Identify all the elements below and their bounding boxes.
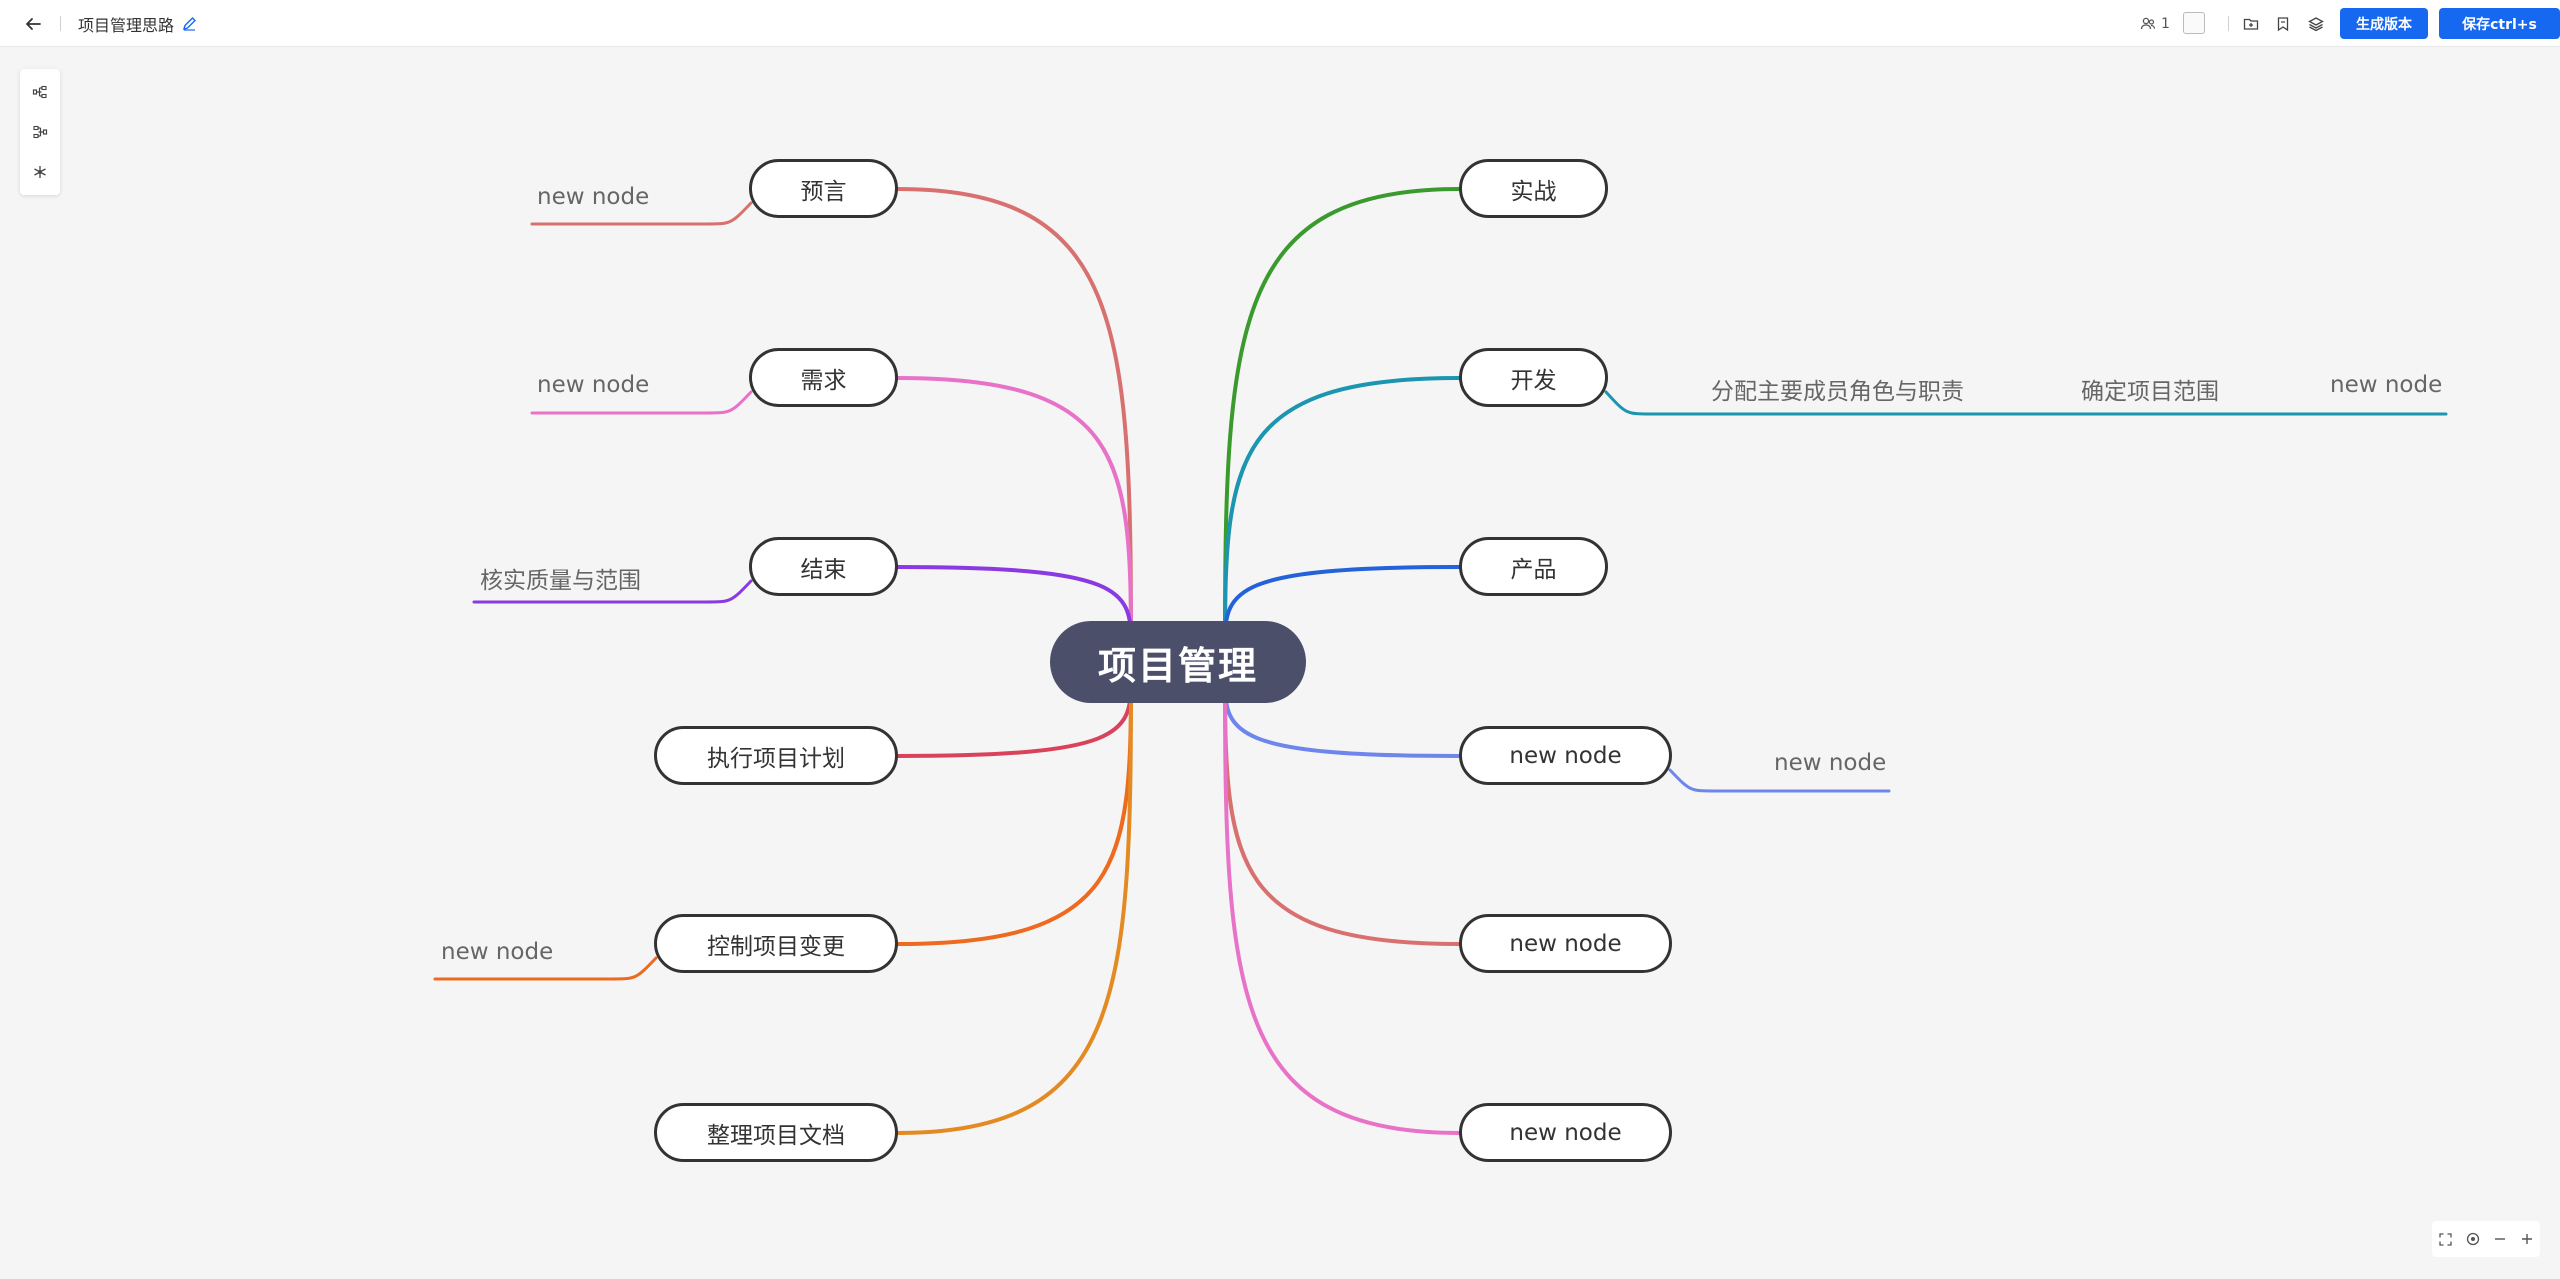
branch-node-right-4[interactable]: new node xyxy=(1459,914,1672,973)
arrow-left-icon xyxy=(26,17,41,30)
leaf-connector-left-1 xyxy=(530,390,753,415)
layout-left-icon xyxy=(33,125,48,139)
leaf-node-right-3-0[interactable]: new node xyxy=(1774,750,1887,776)
branch-node-left-0[interactable]: 预言 xyxy=(749,159,898,218)
locate-button[interactable] xyxy=(2462,1228,2484,1250)
fullscreen-button[interactable] xyxy=(2435,1228,2457,1250)
zoom-in-button[interactable] xyxy=(2516,1228,2538,1250)
branch-node-right-5[interactable]: new node xyxy=(1459,1103,1672,1162)
bookmark-button[interactable] xyxy=(2273,0,2293,47)
branch-node-left-4[interactable]: 控制项目变更 xyxy=(654,914,898,973)
branch-node-right-1[interactable]: 开发 xyxy=(1459,348,1608,407)
leaf-connector-left-2 xyxy=(472,579,753,604)
layout-radial-icon xyxy=(34,166,46,178)
leaf-node-left-4[interactable]: new node xyxy=(441,939,554,965)
leaf-node-right-1-0[interactable]: 分配主要成员角色与职责 xyxy=(1711,379,1964,405)
branch-node-right-3[interactable]: new node xyxy=(1459,726,1672,785)
pencil-icon xyxy=(182,17,196,31)
zoom-out-button[interactable] xyxy=(2489,1228,2511,1250)
locate-icon xyxy=(2466,1232,2479,1246)
back-button[interactable] xyxy=(20,0,46,47)
mindmap-canvas[interactable]: 项目管理 预言 需求 结束 执行项目计划 控制项目变更 整理项目文档 实战 开发… xyxy=(0,48,2560,1279)
leaf-node-left-0[interactable]: new node xyxy=(537,184,650,210)
avatar[interactable] xyxy=(2183,12,2205,34)
folder-add-button[interactable] xyxy=(2241,0,2261,47)
connector-left-4 xyxy=(896,680,1133,946)
bookmark-icon xyxy=(2277,16,2289,31)
zoom-controls xyxy=(2432,1221,2540,1257)
connector-right-1 xyxy=(1223,376,1461,644)
leaf-connector-left-4 xyxy=(433,956,658,981)
online-users[interactable]: 1 xyxy=(2140,0,2170,47)
connector-right-4 xyxy=(1223,680,1461,946)
layout-toolbar xyxy=(20,69,60,195)
connector-right-5 xyxy=(1223,680,1461,1135)
layout-right-icon xyxy=(32,85,47,99)
layout-radial-button[interactable] xyxy=(20,157,60,187)
layout-left-button[interactable] xyxy=(20,117,60,147)
branch-node-right-2[interactable]: 产品 xyxy=(1459,537,1608,596)
branch-node-left-2[interactable]: 结束 xyxy=(749,537,898,596)
document-title: 项目管理思路 xyxy=(78,15,175,35)
connector-left-1 xyxy=(896,376,1133,644)
branch-node-left-1[interactable]: 需求 xyxy=(749,348,898,407)
leaf-connector-left-0 xyxy=(530,201,753,226)
zoom-in-icon xyxy=(2521,1234,2532,1244)
leaf-connector-right-1 xyxy=(1604,390,2448,416)
leaf-connector-right-3 xyxy=(1668,768,1891,793)
divider xyxy=(2228,16,2229,31)
online-count: 1 xyxy=(2161,15,2170,32)
folder-add-icon xyxy=(2243,18,2259,30)
zoom-out-icon xyxy=(2494,1238,2505,1240)
divider xyxy=(60,16,61,31)
connector-left-5 xyxy=(896,680,1133,1135)
branch-node-left-5[interactable]: 整理项目文档 xyxy=(654,1103,898,1162)
layout-right-button[interactable] xyxy=(20,77,60,107)
layers-icon xyxy=(2308,16,2324,31)
branch-node-left-3[interactable]: 执行项目计划 xyxy=(654,726,898,785)
layers-button[interactable] xyxy=(2306,0,2326,47)
edit-title-button[interactable] xyxy=(182,0,197,47)
save-button[interactable]: 保存ctrl+s xyxy=(2439,8,2560,39)
top-bar: 项目管理思路 1 生成版本 保存ctrl+s xyxy=(0,0,2560,47)
leaf-node-right-1-1[interactable]: 确定项目范围 xyxy=(2081,379,2219,405)
leaf-node-left-2[interactable]: 核实质量与范围 xyxy=(480,568,641,594)
root-node[interactable]: 项目管理 xyxy=(1050,621,1306,703)
leaf-node-left-1[interactable]: new node xyxy=(537,372,650,398)
connector-right-0 xyxy=(1223,187,1461,644)
branch-node-right-0[interactable]: 实战 xyxy=(1459,159,1608,218)
fullscreen-icon xyxy=(2439,1232,2452,1246)
leaf-node-right-1-2[interactable]: new node xyxy=(2330,372,2443,398)
generate-version-button[interactable]: 生成版本 xyxy=(2340,8,2428,39)
connector-left-0 xyxy=(896,187,1133,644)
users-icon xyxy=(2140,17,2156,29)
